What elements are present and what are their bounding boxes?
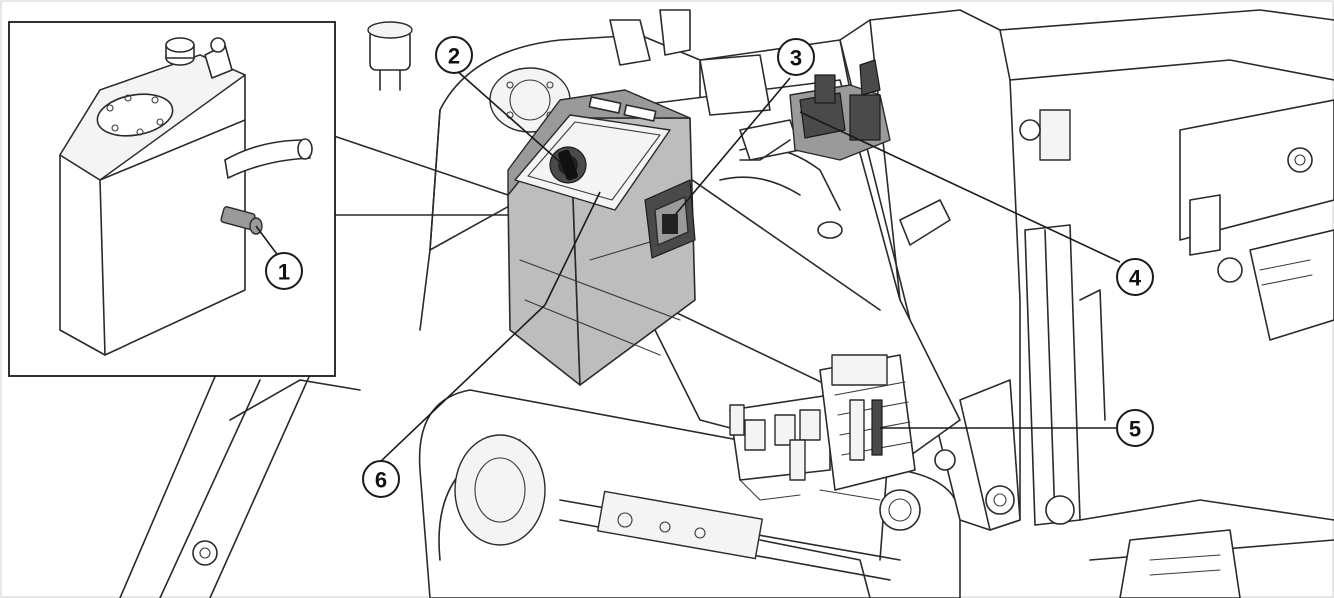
callout-3: 3 — [777, 38, 815, 76]
callout-6-label: 6 — [375, 468, 387, 493]
callout-3-label: 3 — [790, 46, 802, 71]
callout-2-label: 2 — [448, 44, 460, 69]
callout-4: 4 — [1116, 258, 1154, 296]
callout-5-label: 5 — [1129, 417, 1141, 442]
callout-6: 6 — [362, 460, 400, 498]
control-box — [507, 89, 696, 386]
coolant-tank — [59, 37, 313, 356]
main-switch-knob — [549, 146, 587, 184]
control-valve-block — [729, 354, 956, 531]
callout-4-label: 4 — [1129, 266, 1142, 291]
electrical-connector-assembly — [739, 59, 891, 161]
callout-1: 1 — [265, 252, 303, 290]
detail-inset — [8, 21, 509, 377]
callout-5: 5 — [1116, 409, 1154, 447]
leader-lines — [255, 69, 1121, 463]
callout-2: 2 — [435, 36, 473, 74]
callout-1-label: 1 — [278, 260, 290, 285]
